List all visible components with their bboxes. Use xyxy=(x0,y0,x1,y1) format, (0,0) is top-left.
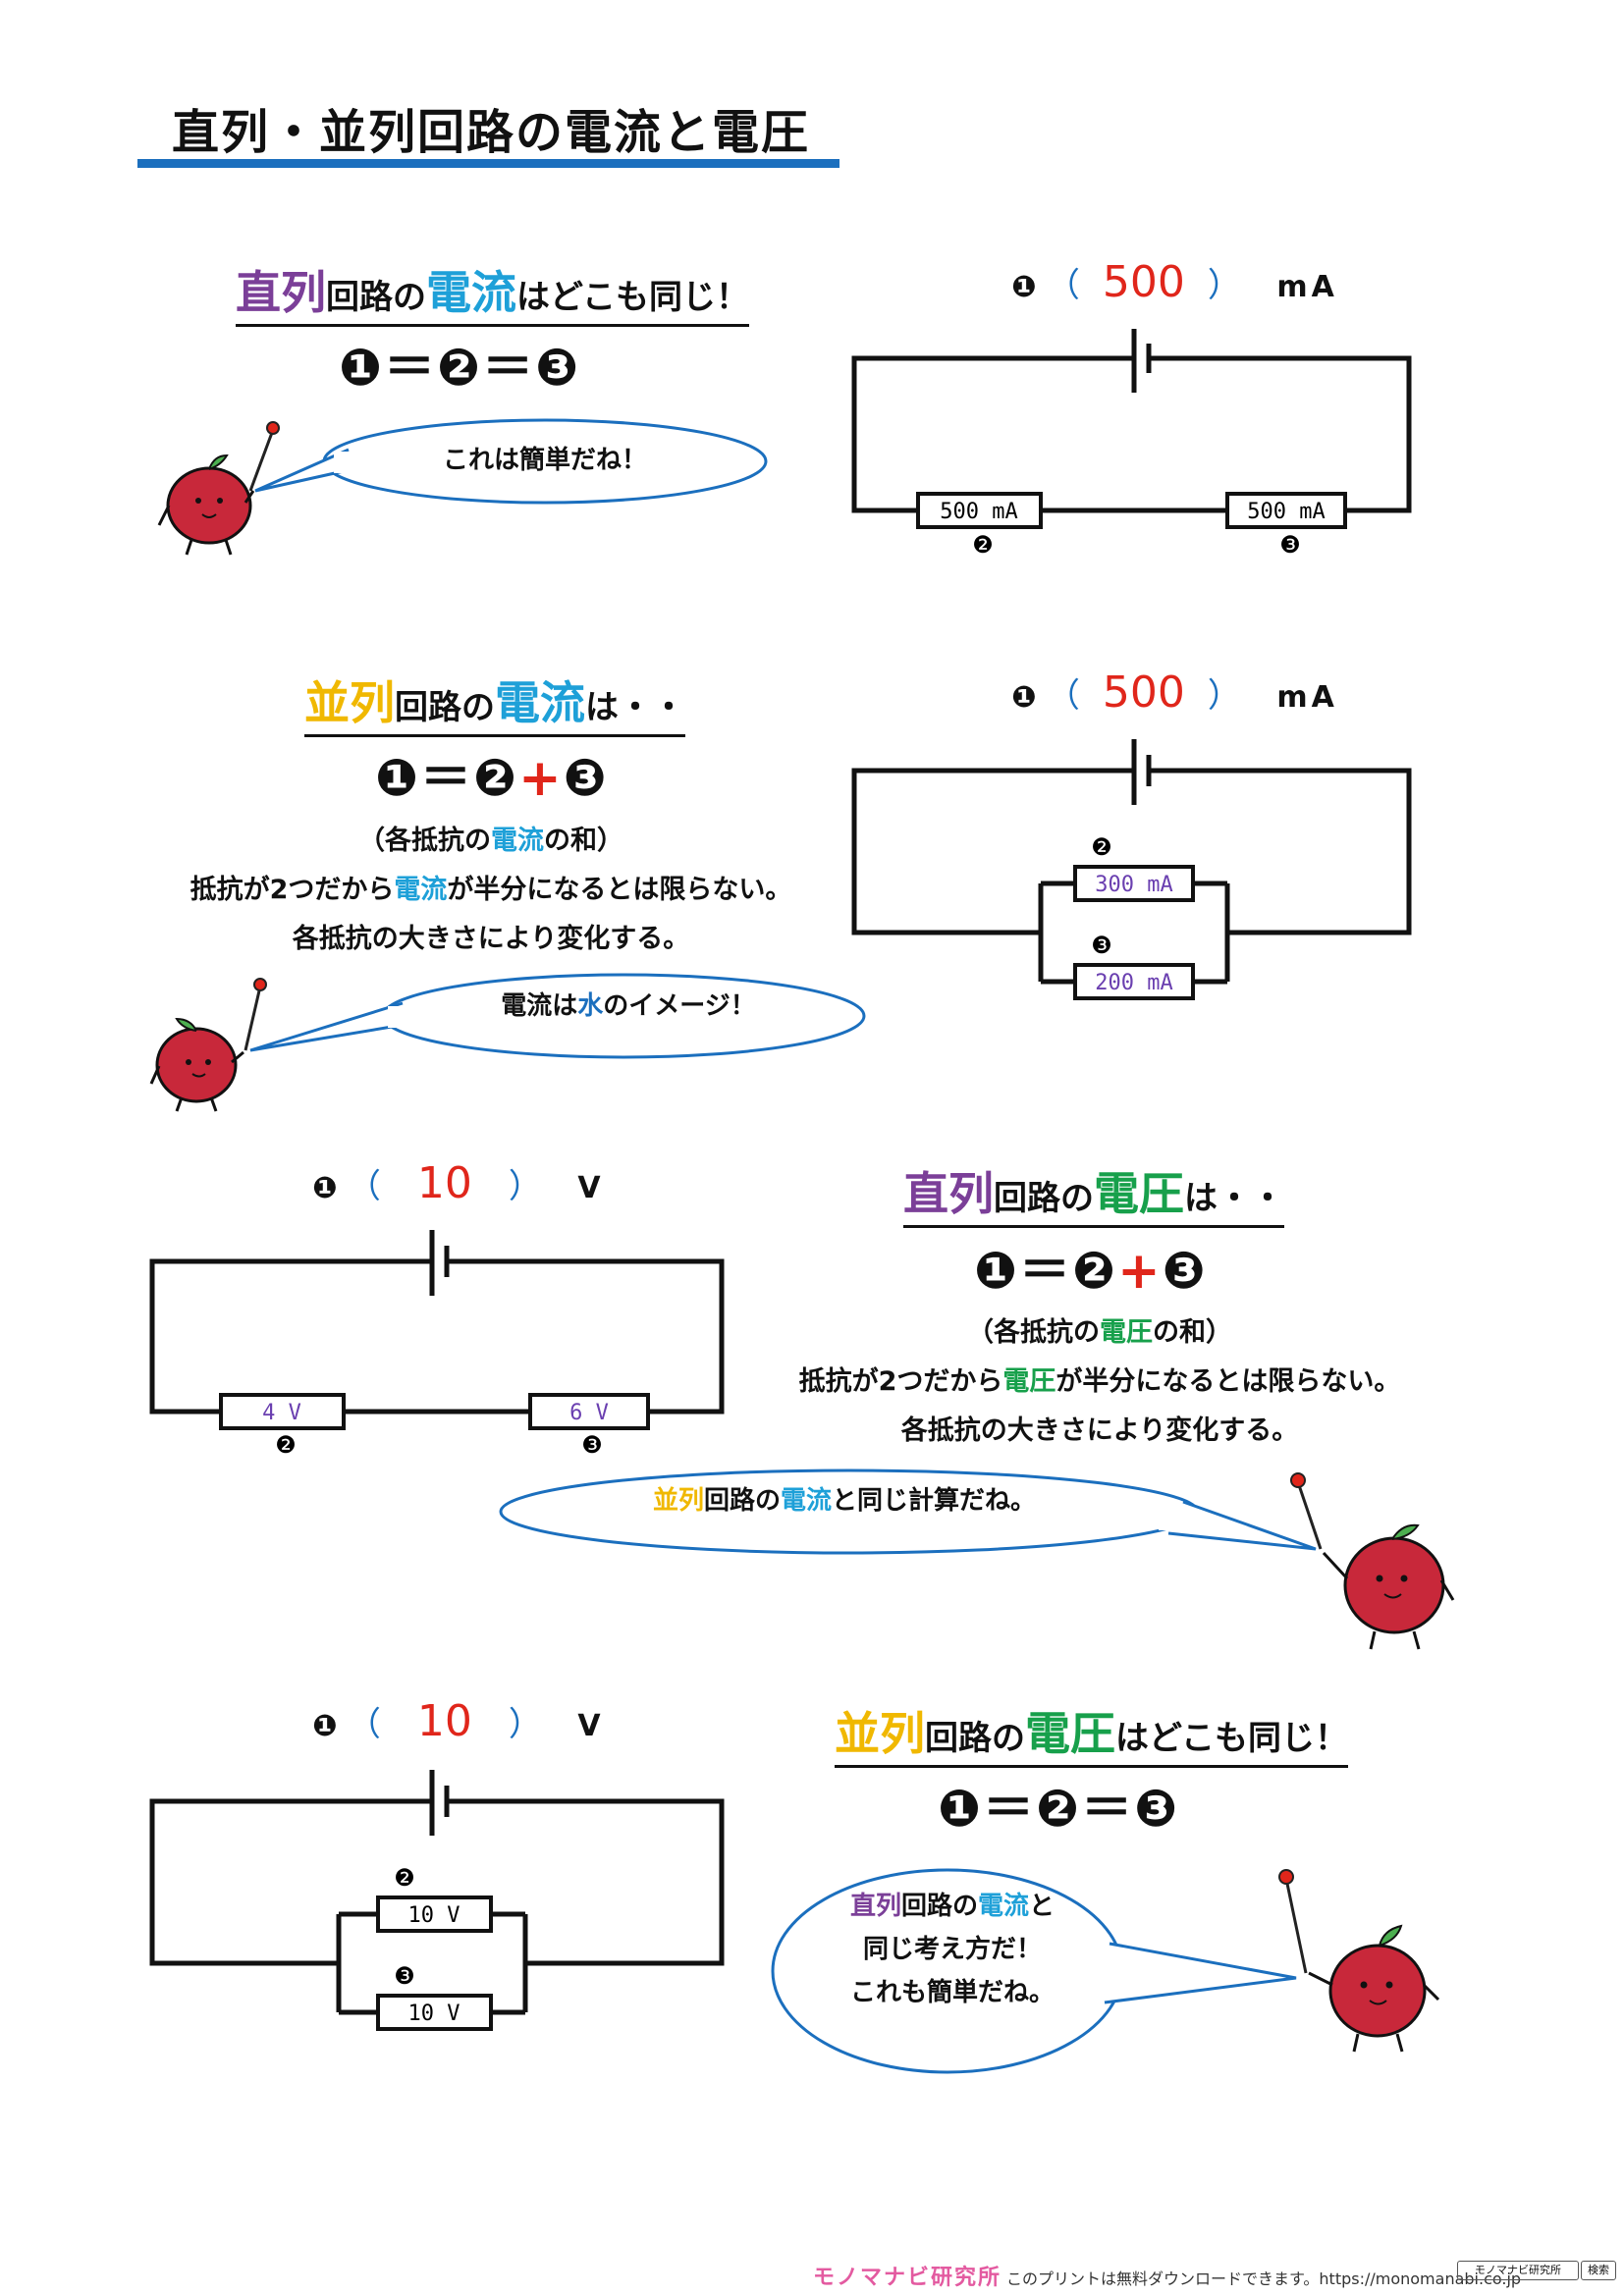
apple-character-icon xyxy=(149,978,267,1112)
s2-equation: ❶＝❷+❸ xyxy=(375,749,609,808)
s2-bubble-text: 電流は水のイメージ！ xyxy=(501,991,756,1021)
s2-parallel-circuit: 300 mA 200 mA ❷ ❸ xyxy=(851,739,1412,1000)
s1-r1-label: 500 mA xyxy=(940,500,1017,524)
s2-heading: 並列回路の電流は・・ xyxy=(304,667,685,737)
s4-parallel-circuit: 10 V 10 V ❷ ❸ xyxy=(149,1770,725,2031)
s2-r1-label: 300 mA xyxy=(1095,873,1172,897)
s1-r1-number: ❷ xyxy=(972,531,994,559)
s4-r1-label: 10 V xyxy=(408,1903,460,1928)
footer-note: このプリントは無料ダウンロードできます。https://monomanabi.c… xyxy=(1006,2269,1522,2288)
s3-r1-label: 4 V xyxy=(262,1401,301,1425)
s1-series-circuit: 500 mA 500 mA ❷ ❸ xyxy=(851,329,1412,559)
s2-line2: 抵抗が2つだから電流が半分になるとは限らない。 xyxy=(189,875,792,905)
s1-equation: ❶＝❷＝❸ xyxy=(339,339,581,398)
s3-r1-number: ❷ xyxy=(275,1431,297,1458)
title-underline xyxy=(137,159,839,168)
s2-bubble-apple xyxy=(149,973,866,1112)
s1-heading: 直列回路の電流はどこも同じ！ xyxy=(236,257,749,327)
apple-character-icon xyxy=(1278,1869,1440,2053)
s2-line1: （各抵抗の電流の和） xyxy=(358,826,623,856)
s2-r2-number: ❸ xyxy=(1091,932,1112,959)
s3-r2-label: 6 V xyxy=(569,1401,609,1425)
apple-character-icon xyxy=(157,421,280,556)
s3-series-circuit: 4 V 6 V ❷ ❸ xyxy=(149,1230,725,1458)
s1-r2-number: ❸ xyxy=(1279,531,1301,559)
s3-bubble-text: 並列回路の電流と同じ計算だね。 xyxy=(652,1486,1037,1516)
s3-bubble-apple xyxy=(499,1468,1455,1650)
s3-measurement: ❶ （10） V xyxy=(312,1158,605,1208)
page-title: 直列・並列回路の電流と電圧 xyxy=(172,105,811,160)
s1-measurement: ❶ （500） mA xyxy=(1011,257,1338,307)
s4-equation: ❶＝❷＝❸ xyxy=(938,1780,1180,1839)
s2-measurement: ❶ （500） mA xyxy=(1011,667,1338,718)
s3-line3: 各抵抗の大きさにより変化する。 xyxy=(900,1415,1299,1446)
footer-search-button[interactable]: 検索 xyxy=(1581,2261,1616,2280)
s3-explanation: （各抵抗の電圧の和） 抵抗が2つだから電圧が半分になるとは限らない。 各抵抗の大… xyxy=(746,1308,1453,1456)
s3-r2-number: ❸ xyxy=(581,1431,603,1458)
s4-bubble-apple xyxy=(771,1868,1440,2074)
s2-line3: 各抵抗の大きさにより変化する。 xyxy=(292,924,690,954)
s3-line2: 抵抗が2つだから電圧が半分になるとは限らない。 xyxy=(798,1366,1401,1397)
s4-heading: 並列回路の電圧はどこも同じ！ xyxy=(835,1698,1348,1768)
s1-r2-label: 500 mA xyxy=(1247,500,1325,524)
s3-heading: 直列回路の電圧は・・ xyxy=(903,1158,1284,1228)
s3-equation: ❶＝❷+❸ xyxy=(974,1242,1208,1301)
s4-bubble-text: 直列回路の電流と 同じ考え方だ！ これも簡単だね。 xyxy=(849,1892,1056,2007)
s4-r2-label: 10 V xyxy=(408,2002,460,2026)
s1-bubble-apple xyxy=(157,418,768,556)
footer-logo: モノマナビ研究所 xyxy=(813,2266,1002,2290)
s4-r2-number: ❸ xyxy=(394,1962,415,1990)
apple-character-icon xyxy=(1290,1472,1455,1650)
s1-bubble-text: これは簡単だね！ xyxy=(442,446,647,475)
footer-search-box[interactable]: モノマナビ研究所 xyxy=(1457,2261,1579,2280)
s3-line1: （各抵抗の電圧の和） xyxy=(967,1317,1232,1348)
s4-measurement: ❶ （10） V xyxy=(312,1696,605,1746)
s2-r1-number: ❷ xyxy=(1091,833,1112,861)
s2-r2-label: 200 mA xyxy=(1095,971,1172,995)
s4-r1-number: ❷ xyxy=(394,1864,415,1892)
s2-explanation: （各抵抗の電流の和） 抵抗が2つだから電流が半分になるとは限らない。 各抵抗の大… xyxy=(137,817,844,964)
